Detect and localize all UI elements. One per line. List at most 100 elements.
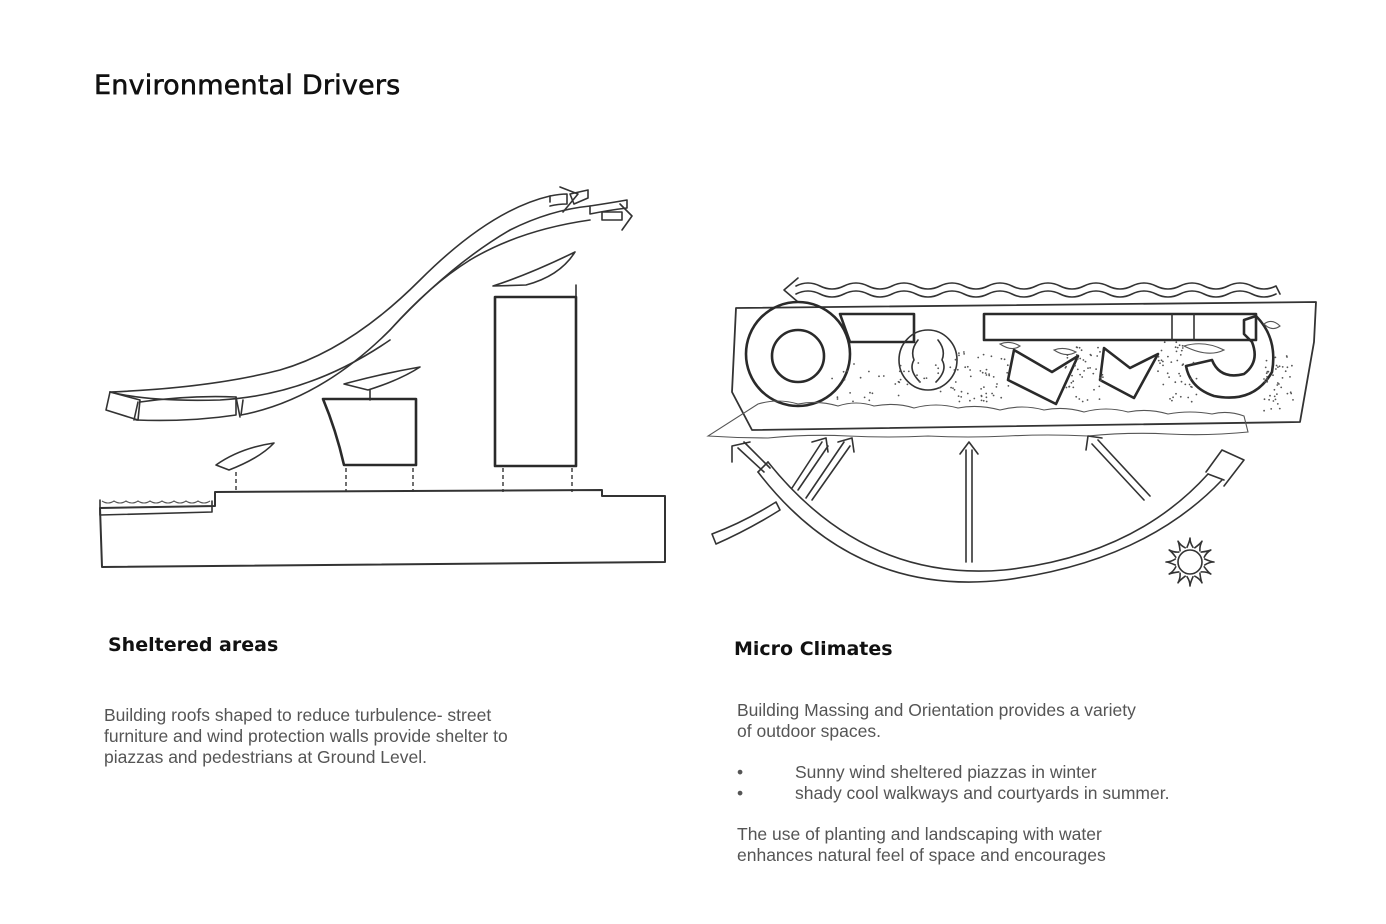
sun-ray [1168, 566, 1180, 575]
stipple-dot [1162, 364, 1164, 367]
stipple-dot [1180, 349, 1183, 352]
ring-building [744, 300, 852, 408]
chevron-building-1 [1006, 348, 1080, 406]
stipple-dot [1181, 344, 1184, 347]
bar-building-1 [838, 312, 916, 344]
stipple-dot [1269, 394, 1271, 397]
sheltered-line-1: Building roofs shaped to reduce turbulen… [104, 705, 492, 725]
stipple-dot [985, 368, 988, 371]
stipple-dot [988, 373, 990, 375]
stipple-dot [1076, 358, 1079, 360]
sun-ray [1168, 549, 1180, 558]
sun-ray [1177, 540, 1186, 552]
planting-strip [706, 400, 1249, 439]
stipple-dot [949, 366, 952, 369]
stipple-dot [1179, 354, 1182, 356]
micro-climates-heading: Micro Climates [734, 638, 893, 660]
micro-intro-line-1: Building Massing and Orientation provide… [737, 700, 1136, 720]
stipple-dot [964, 366, 967, 369]
stipple-dot [1065, 386, 1068, 389]
stipple-dot [960, 390, 963, 393]
stipple-dot [992, 376, 995, 378]
tall-building [493, 295, 578, 468]
stipple-dot [1175, 341, 1178, 344]
stipple-dot [1174, 381, 1177, 384]
stipple-dot [1174, 346, 1177, 349]
stipple-dot [954, 358, 957, 361]
stipple-dot [1157, 355, 1160, 358]
stipple-dot [1169, 398, 1171, 400]
sheltered-line-2: furniture and wind protection walls prov… [104, 726, 508, 746]
stipple-dot [938, 387, 941, 389]
stipple-dot [871, 392, 874, 395]
stipple-dot [1277, 366, 1279, 368]
stipple-dot [982, 399, 985, 402]
stipple-dot [1264, 380, 1266, 383]
stipple-dot [1292, 399, 1294, 401]
stipple-dot [1167, 355, 1169, 358]
stipple-dot [1192, 361, 1195, 364]
stipple-dot [1280, 386, 1283, 389]
bar-building-2 [982, 312, 1258, 342]
stipple-dot [1195, 377, 1198, 380]
stipple-dot [1195, 393, 1198, 396]
micro-climates-description: Building Massing and Orientation provide… [737, 700, 1257, 866]
stipple-dot [1263, 378, 1265, 380]
stipple-dot [1070, 381, 1073, 384]
stipple-dot [853, 363, 855, 365]
stipple-dot [1276, 403, 1279, 405]
sun-icon [1165, 537, 1215, 587]
stipple-dot [995, 386, 998, 388]
stipple-dot [1003, 358, 1006, 361]
stipple-dot [1075, 354, 1078, 356]
stipple-dot [1171, 399, 1173, 402]
stipple-dot [1006, 364, 1009, 367]
stipple-dot [918, 380, 921, 383]
stipple-dot [1083, 370, 1085, 372]
stipple-dot [953, 369, 956, 371]
paving-stipple [831, 341, 1294, 412]
stipple-dot [1187, 396, 1190, 399]
sun-ray [1200, 566, 1212, 575]
stipple-dot [897, 394, 900, 397]
list-item: •shady cool walkways and courtyards in s… [737, 783, 1257, 804]
stipple-dot [982, 353, 985, 356]
stipple-dot [849, 392, 851, 394]
stipple-dot [1098, 385, 1101, 388]
stipple-dot [979, 370, 982, 372]
stipple-dot [1082, 359, 1085, 361]
stipple-dot [1191, 386, 1193, 388]
micro-closing-line-2: enhances natural feel of space and encou… [737, 845, 1106, 865]
stipple-dot [966, 365, 969, 368]
stipple-dot [1072, 386, 1075, 389]
stipple-dot [1096, 355, 1099, 357]
bullet-icon: • [737, 783, 744, 803]
stipple-dot [1066, 356, 1069, 359]
stipple-dot [1157, 370, 1159, 373]
stipple-dot [903, 370, 905, 373]
stipple-dot [1163, 341, 1166, 344]
stipple-dot [831, 377, 833, 380]
stipple-dot [1076, 368, 1079, 371]
stipple-dot [1268, 398, 1270, 401]
stipple-dot [958, 352, 960, 354]
stipple-dot [969, 375, 972, 378]
stipple-dot [916, 374, 918, 377]
micro-bullet-list: •Sunny wind sheltered piazzas in winter … [737, 762, 1257, 804]
stipple-dot [1160, 349, 1163, 352]
stipple-dot [1276, 384, 1279, 386]
stipple-dot [1274, 398, 1277, 401]
stipple-dot [1079, 373, 1081, 376]
stipple-dot [1097, 346, 1099, 349]
stipple-dot [1099, 351, 1101, 353]
stipple-dot [1157, 359, 1160, 362]
stipple-dot [960, 396, 963, 398]
stipple-dot [1278, 407, 1281, 410]
stipple-dot [1289, 376, 1291, 378]
stipple-dot [1168, 376, 1170, 378]
roof-canopies [215, 251, 577, 471]
stipple-dot [1175, 392, 1177, 395]
stipple-dot [990, 355, 993, 358]
stipple-dot [985, 400, 988, 403]
stipple-dot [1007, 385, 1010, 387]
